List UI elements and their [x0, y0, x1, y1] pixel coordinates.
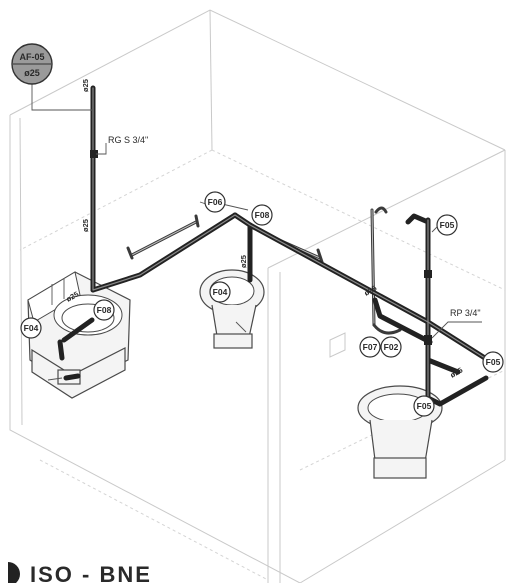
tag-f07: F07 — [359, 336, 381, 358]
svg-text:F07: F07 — [363, 342, 378, 352]
tag-f08-top: F08 — [251, 204, 273, 226]
register-note: RG S 3/4" — [108, 135, 148, 145]
wall-outlet — [329, 332, 346, 358]
svg-text:F02: F02 — [384, 342, 399, 352]
pipe-label-riser-lower: ø25 — [81, 219, 90, 232]
svg-text:F04: F04 — [213, 287, 228, 297]
svg-text:F06: F06 — [208, 197, 223, 207]
svg-text:F05: F05 — [440, 220, 455, 230]
tag-f05-right: F05 — [482, 351, 504, 373]
tag-f05-bottom: F05 — [413, 395, 435, 417]
supply-pipes — [57, 85, 491, 407]
view-label: ISO - BNE — [8, 562, 152, 583]
toilet-center — [199, 269, 265, 349]
pipe-label-riser-upper: ø25 — [81, 79, 90, 92]
pressure-valve — [424, 335, 432, 345]
svg-text:F04: F04 — [24, 323, 39, 333]
tag-f02: F02 — [380, 336, 402, 358]
room-walls — [9, 9, 506, 583]
tag-f04-wc: F04 — [209, 281, 231, 303]
svg-text:F05: F05 — [486, 357, 501, 367]
riser-tag: AF-05 ø25 — [11, 43, 53, 85]
washbasin — [27, 271, 131, 399]
pressure-valve-note: RP 3/4" — [450, 308, 481, 318]
svg-text:F08: F08 — [255, 210, 270, 220]
pipe-label-wc-branch: ø25 — [239, 255, 248, 268]
riser-tag-diameter: ø25 — [24, 68, 40, 78]
view-label-text: ISO - BNE — [30, 562, 152, 583]
tag-f06: F06 — [204, 191, 226, 213]
register-valve — [90, 150, 98, 158]
riser-tag-code: AF-05 — [19, 52, 44, 62]
tag-f05-top: F05 — [436, 214, 458, 236]
view-marker-icon — [8, 562, 20, 583]
tag-f04-sink: F04 — [20, 317, 42, 339]
svg-text:F05: F05 — [417, 401, 432, 411]
tag-f08-sink: F08 — [93, 299, 115, 321]
grab-bars — [126, 206, 402, 335]
inline-fitting — [424, 270, 432, 278]
svg-text:F08: F08 — [97, 305, 112, 315]
